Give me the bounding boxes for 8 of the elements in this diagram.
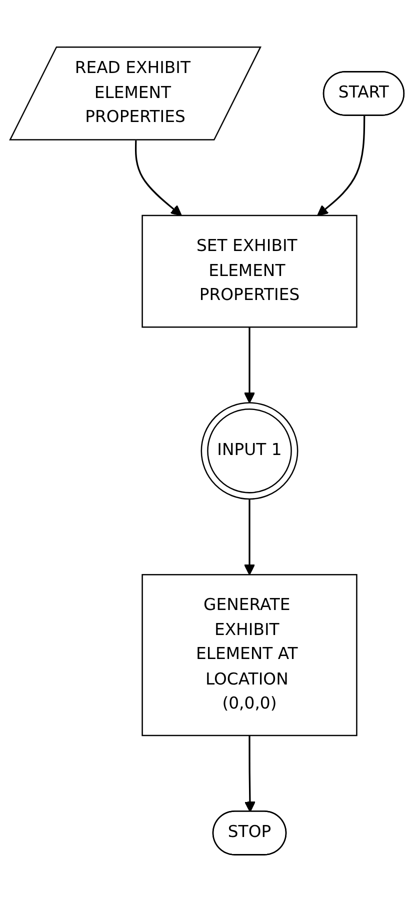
- arrow: [134, 140, 182, 216]
- node-box: GENERATE EXHIBIT ELEMENT AT LOCATION (0,0,0): [142, 574, 358, 736]
- arrow: [317, 115, 366, 216]
- node-circle: INPUT 1: [200, 402, 298, 500]
- node-box: SET EXHIBIT ELEMENT PROPERTIES: [142, 214, 358, 328]
- arrow: [244, 498, 256, 575]
- arrow: [244, 735, 256, 812]
- arrow: [244, 326, 256, 403]
